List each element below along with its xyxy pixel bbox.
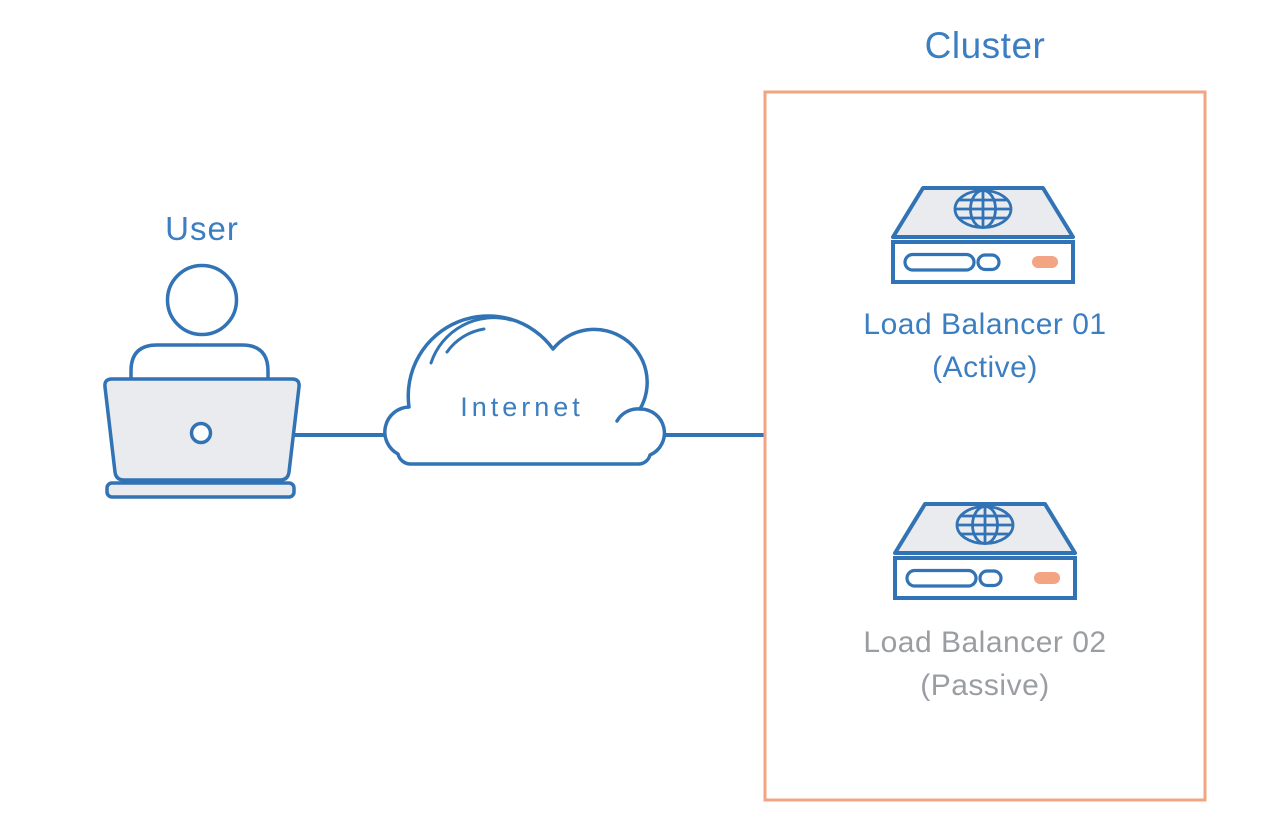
internet-label: Internet <box>460 392 584 422</box>
load-balancer-01-state: (Active) <box>932 351 1038 384</box>
cluster-boundary-box <box>763 90 1207 802</box>
laptop-logo-dot <box>189 421 213 445</box>
cloud-shine-outer <box>429 316 513 365</box>
load-balancer-02-state: (Passive) <box>920 669 1050 702</box>
cluster-title: Cluster <box>924 25 1046 66</box>
load-balancer-01-name: Load Balancer 01 <box>863 308 1107 341</box>
cloud-shine-inner <box>445 327 486 354</box>
load-balancer-01-icon <box>891 186 1075 284</box>
person-head <box>165 263 239 337</box>
person-shoulders <box>129 343 270 385</box>
user-icon <box>103 263 301 499</box>
load-balancer-02-name: Load Balancer 02 <box>863 626 1107 659</box>
load-balancer-02-icon <box>893 502 1077 600</box>
cloud-outline <box>383 314 667 466</box>
user-label: User <box>165 210 239 247</box>
cloud-puff-curl <box>615 407 642 423</box>
laptop-base <box>105 481 296 499</box>
internet-cloud-icon <box>383 314 667 466</box>
